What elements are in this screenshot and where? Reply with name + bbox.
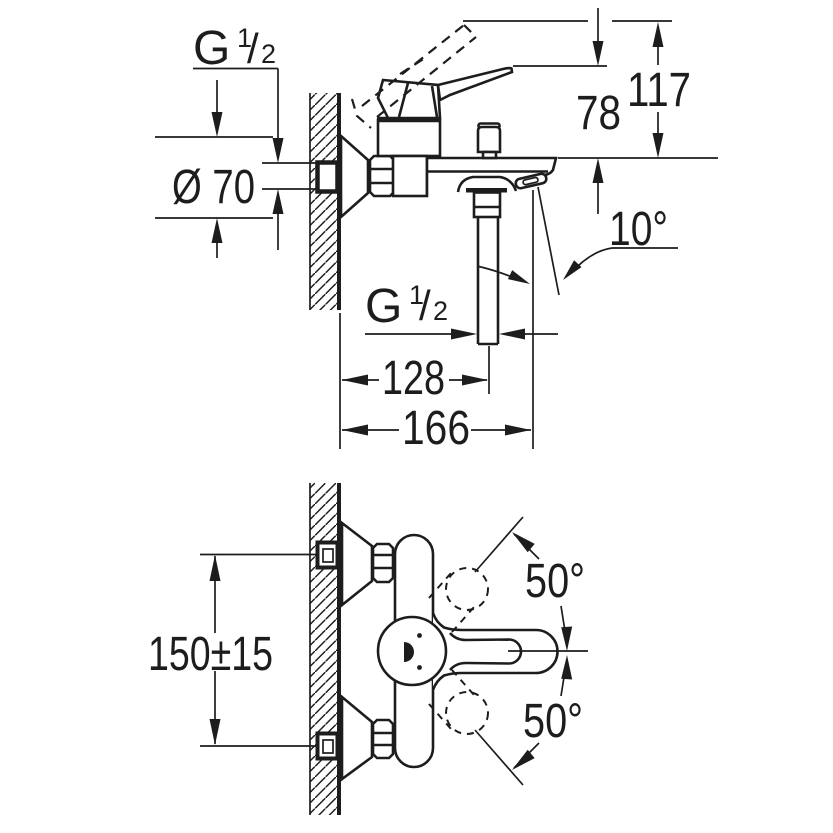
dim-166-label: 166 (402, 402, 470, 455)
shower-outlet-pipe (472, 191, 502, 346)
escutcheon (339, 133, 370, 220)
dim-swing-lower: 50° (474, 655, 583, 786)
dim-height-117: 117 (463, 20, 718, 159)
dim-swing-upper: 50° (474, 516, 585, 651)
wall-thread-numerator: 1 (237, 23, 252, 53)
outlet-thread-numerator: 1 (409, 280, 424, 310)
hub-keyway (404, 642, 414, 662)
wall-thread-slash: / (247, 25, 259, 72)
lever-handle (376, 66, 514, 120)
height-78-label: 78 (576, 87, 621, 140)
cartridge-hub (376, 615, 448, 687)
wall-section-plan (309, 483, 341, 815)
side-view: G 1 / 2 Ø 70 78 (155, 8, 718, 455)
outlet-thread-denominator: 2 (433, 296, 448, 326)
diverter-knob (476, 122, 502, 160)
lever-swung-down-dashed (428, 669, 489, 735)
union-nut-upper (371, 542, 395, 584)
dim-150-label: 150±15 (148, 628, 273, 681)
escutcheon-diameter-label: Ø 70 (172, 161, 255, 214)
dim-connection-spacing: 150±15 (148, 555, 273, 745)
height-117-label: 117 (627, 64, 691, 117)
dim-128-label: 128 (382, 352, 445, 405)
dim-wall-to-spout-166: 166 (342, 402, 531, 455)
wall-thread-denominator: 2 (261, 39, 276, 69)
spout-outlet (514, 172, 548, 190)
wall-hatch-plan (310, 483, 339, 815)
swing-lower-label: 50° (523, 695, 583, 748)
dim-angle-10: 10° (476, 186, 678, 449)
mixer-body (376, 116, 442, 198)
wall-thread-letter: G (193, 22, 230, 75)
wall-union-fitting (315, 160, 340, 194)
wall-section (309, 93, 341, 310)
plan-view: 150±15 50° 50° (148, 483, 588, 815)
angle-10-label: 10° (609, 203, 668, 256)
wall-union-fitting-upper (315, 540, 340, 570)
outlet-thread-slash: / (419, 282, 431, 329)
pipe-flange (466, 188, 507, 193)
union-nut-lower (371, 718, 395, 760)
dim-escutcheon-diameter: Ø 70 (155, 80, 273, 258)
dim-outlet-thread: G 1 / 2 (365, 280, 558, 340)
outlet-thread-letter: G (365, 280, 402, 333)
spout-arm (425, 156, 558, 196)
union-nut (368, 154, 396, 198)
dim-wall-thread: G 1 / 2 (193, 22, 318, 250)
lever-swung-up-dashed (428, 567, 489, 633)
escutcheon-lower (340, 694, 374, 782)
escutcheon-upper (340, 520, 374, 608)
wall-hatch (310, 93, 339, 310)
lever-handle-raised-dashed (350, 24, 477, 129)
swing-upper-label: 50° (525, 555, 585, 608)
dim-height-78: 78 (513, 8, 621, 214)
wall-union-fitting-lower (315, 731, 340, 761)
dim-wall-to-outlet-128: 128 (339, 313, 490, 449)
